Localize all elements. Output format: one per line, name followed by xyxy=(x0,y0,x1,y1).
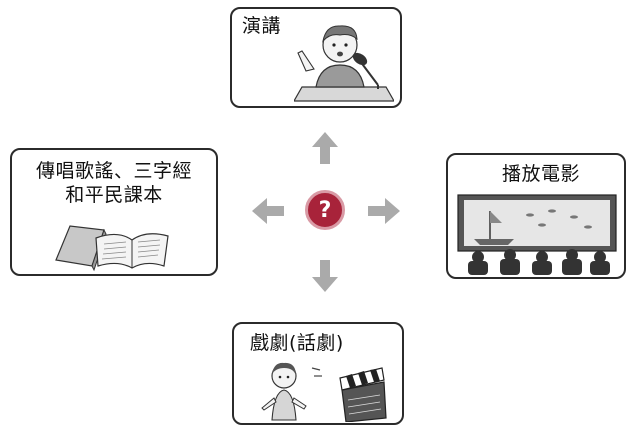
question-mark-icon: ? xyxy=(305,190,345,230)
arrow-left-icon xyxy=(252,198,284,224)
speaker-hair xyxy=(322,25,358,43)
speaker-body xyxy=(315,64,365,88)
speech-card: 演講 xyxy=(230,7,402,108)
books-illustration xyxy=(55,225,169,272)
arrow-down-icon xyxy=(312,260,338,292)
arrow-right-icon xyxy=(368,198,400,224)
film-screening-card: 播放電影 xyxy=(446,153,626,279)
cinema-illustration xyxy=(457,194,617,275)
question-symbol: ? xyxy=(318,197,332,223)
microphone-icon xyxy=(352,52,368,66)
songs-primers-label-line2: 和平民課本 xyxy=(65,184,163,206)
lectern-shape xyxy=(294,86,394,102)
arrow-up-icon xyxy=(312,132,338,164)
drama-card: 戲劇(話劇) xyxy=(232,322,404,425)
actor-body xyxy=(271,389,297,421)
drama-label: 戲劇(話劇) xyxy=(250,332,344,354)
songs-primers-card: 傳唱歌謠、三字經 和平民課本 xyxy=(10,148,218,276)
speech-label: 演講 xyxy=(242,15,282,37)
drama-illustration xyxy=(261,362,387,422)
film-screening-label: 播放電影 xyxy=(502,163,581,185)
speaker-illustration xyxy=(294,25,394,102)
clapperboard-icon xyxy=(339,367,387,422)
audience-silhouettes xyxy=(468,249,610,275)
songs-primers-label-line1: 傳唱歌謠、三字經 xyxy=(35,160,192,182)
